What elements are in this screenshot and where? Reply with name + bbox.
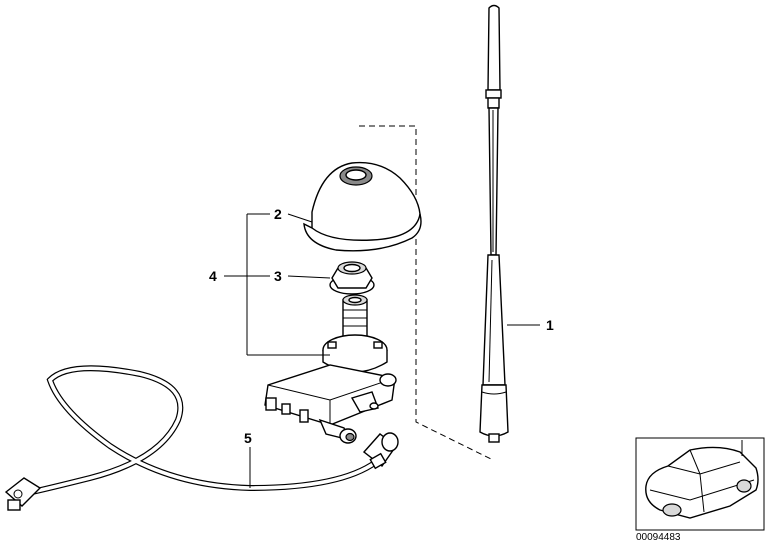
car-sedan-icon xyxy=(645,440,759,519)
callout-5: 5 xyxy=(244,430,252,446)
callout-3: 3 xyxy=(274,268,282,284)
callout-1: 1 xyxy=(546,317,554,333)
car-thumbnail xyxy=(635,437,765,531)
antenna-cover[interactable] xyxy=(303,161,422,252)
document-number: 00094483 xyxy=(636,532,681,543)
nut[interactable] xyxy=(329,261,375,295)
callout-4: 4 xyxy=(209,268,217,284)
antenna-base-assembly[interactable] xyxy=(264,294,397,444)
leader-lines xyxy=(224,213,540,488)
assembly-line xyxy=(359,125,494,461)
antenna-rod[interactable] xyxy=(479,4,509,443)
callout-2: 2 xyxy=(274,206,282,222)
